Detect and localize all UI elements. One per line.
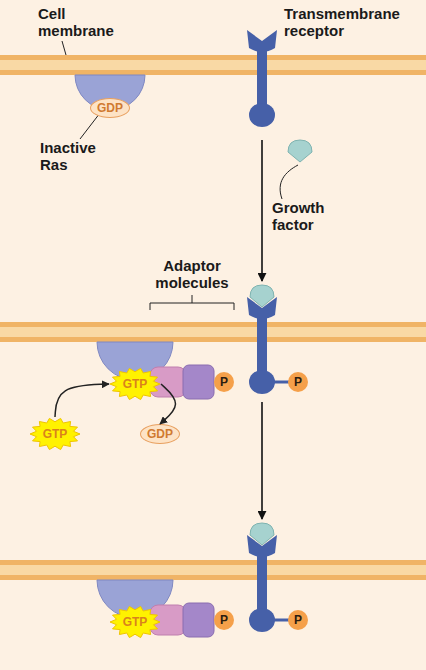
bracket	[150, 295, 234, 310]
node-text: GTP	[43, 428, 68, 440]
node-text: GDP	[147, 428, 173, 440]
node-text: GDP	[97, 102, 123, 114]
node-text: GTP	[123, 378, 148, 390]
process-arrow	[261, 402, 263, 519]
gtp-burst: GTP	[109, 367, 161, 401]
gtp-burst: GTP	[109, 605, 161, 639]
adaptor-molecule	[183, 365, 214, 399]
callout-label: Cell membrane	[38, 6, 123, 40]
gtp-burst: GTP	[29, 417, 81, 451]
process-arrow	[261, 140, 263, 281]
growth-factor	[250, 285, 274, 307]
phosphate-circle: P	[288, 372, 308, 392]
cell-membrane	[0, 322, 426, 342]
burst-shape	[110, 368, 160, 399]
node-text: GTP	[123, 616, 148, 628]
node-text: P	[220, 376, 228, 388]
gdp-oval: GDP	[90, 98, 130, 118]
burst-shape	[30, 418, 80, 449]
growth-factor	[288, 140, 312, 162]
node-text: P	[294, 376, 302, 388]
callout-label: Growth factor	[272, 200, 344, 234]
cell-membrane	[0, 560, 426, 580]
exchange-arrow	[55, 384, 109, 417]
callout-label: Adaptor molecules	[137, 258, 247, 292]
node-text: P	[220, 614, 228, 626]
gdp-oval: GDP	[140, 424, 180, 444]
cell-membrane	[0, 55, 426, 75]
phosphate-circle: P	[214, 372, 234, 392]
phosphate-circle: P	[214, 610, 234, 630]
receptor	[247, 535, 289, 632]
receptor	[247, 297, 289, 394]
adaptor-molecule	[183, 603, 214, 637]
burst-shape	[110, 606, 160, 637]
callout-label: Inactive Ras	[40, 140, 120, 174]
callout-label: Transmembrane receptor	[284, 6, 408, 40]
leader-line	[62, 41, 298, 199]
phosphate-circle: P	[288, 610, 308, 630]
exchange-arrow	[160, 384, 176, 424]
node-text: P	[294, 614, 302, 626]
growth-factor	[250, 523, 274, 545]
receptor	[247, 30, 277, 127]
